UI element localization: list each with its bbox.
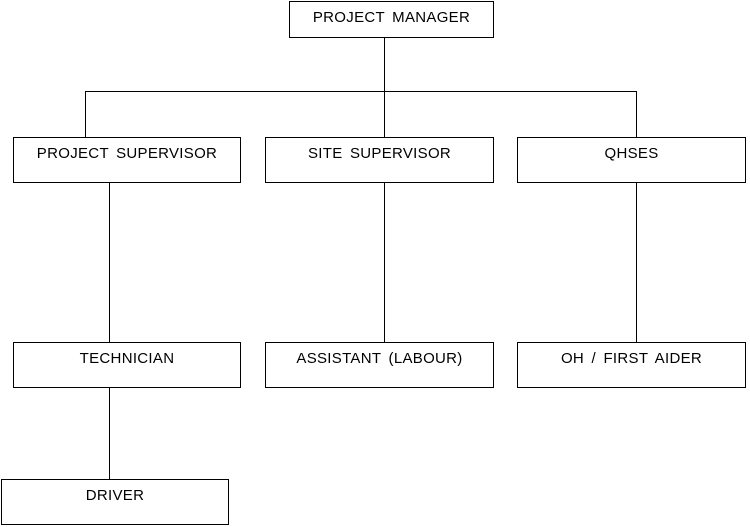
connector-technician-to-driver bbox=[109, 387, 110, 480]
node-driver: DRIVER bbox=[1, 479, 229, 525]
connector-manager-stem bbox=[384, 37, 385, 92]
node-qhses: QHSES bbox=[517, 137, 746, 183]
connector-site-supervisor-to-assistant bbox=[384, 182, 385, 342]
connector-to-site-supervisor bbox=[384, 91, 385, 137]
connector-project-supervisor-to-technician bbox=[109, 182, 110, 342]
node-technician: TECHNICIAN bbox=[13, 342, 241, 388]
node-assistant-labour: ASSISTANT (LABOUR) bbox=[265, 342, 494, 388]
node-project-supervisor: PROJECT SUPERVISOR bbox=[13, 137, 241, 183]
connector-to-project-supervisor bbox=[85, 91, 86, 137]
node-site-supervisor: SITE SUPERVISOR bbox=[265, 137, 494, 183]
node-oh-first-aider: OH / FIRST AIDER bbox=[517, 342, 746, 388]
connector-to-qhses bbox=[636, 91, 637, 137]
connector-qhses-to-oh-first-aider bbox=[636, 182, 637, 342]
node-project-manager: PROJECT MANAGER bbox=[289, 1, 494, 38]
connector-horizontal-bar bbox=[85, 91, 637, 92]
